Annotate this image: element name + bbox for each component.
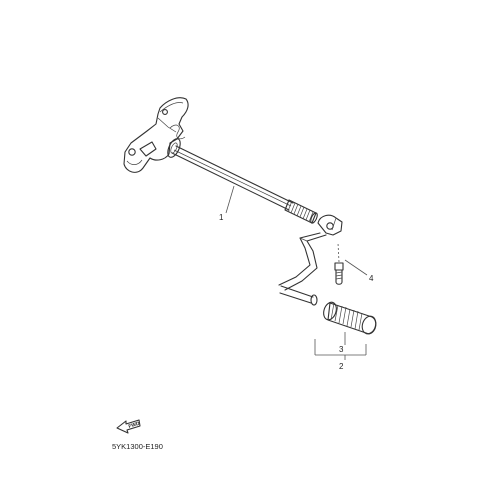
callout-4: 4 bbox=[369, 274, 374, 283]
callout-3: 3 bbox=[339, 345, 344, 354]
shift-pedal bbox=[278, 214, 343, 306]
callout-1: 1 bbox=[219, 213, 224, 222]
shift-arm-plate bbox=[123, 97, 189, 173]
callout-2: 2 bbox=[339, 362, 344, 371]
drawing-code: 5YK1300-E190 bbox=[112, 442, 163, 451]
fwd-label: FWD bbox=[128, 421, 141, 430]
shift-shaft bbox=[171, 145, 318, 224]
leader-lines bbox=[225, 185, 368, 360]
pedal-bolt bbox=[334, 262, 344, 285]
fwd-arrow-icon: FWD bbox=[116, 419, 141, 434]
shaft-spline bbox=[284, 199, 318, 224]
pedal-rubber bbox=[323, 301, 377, 335]
